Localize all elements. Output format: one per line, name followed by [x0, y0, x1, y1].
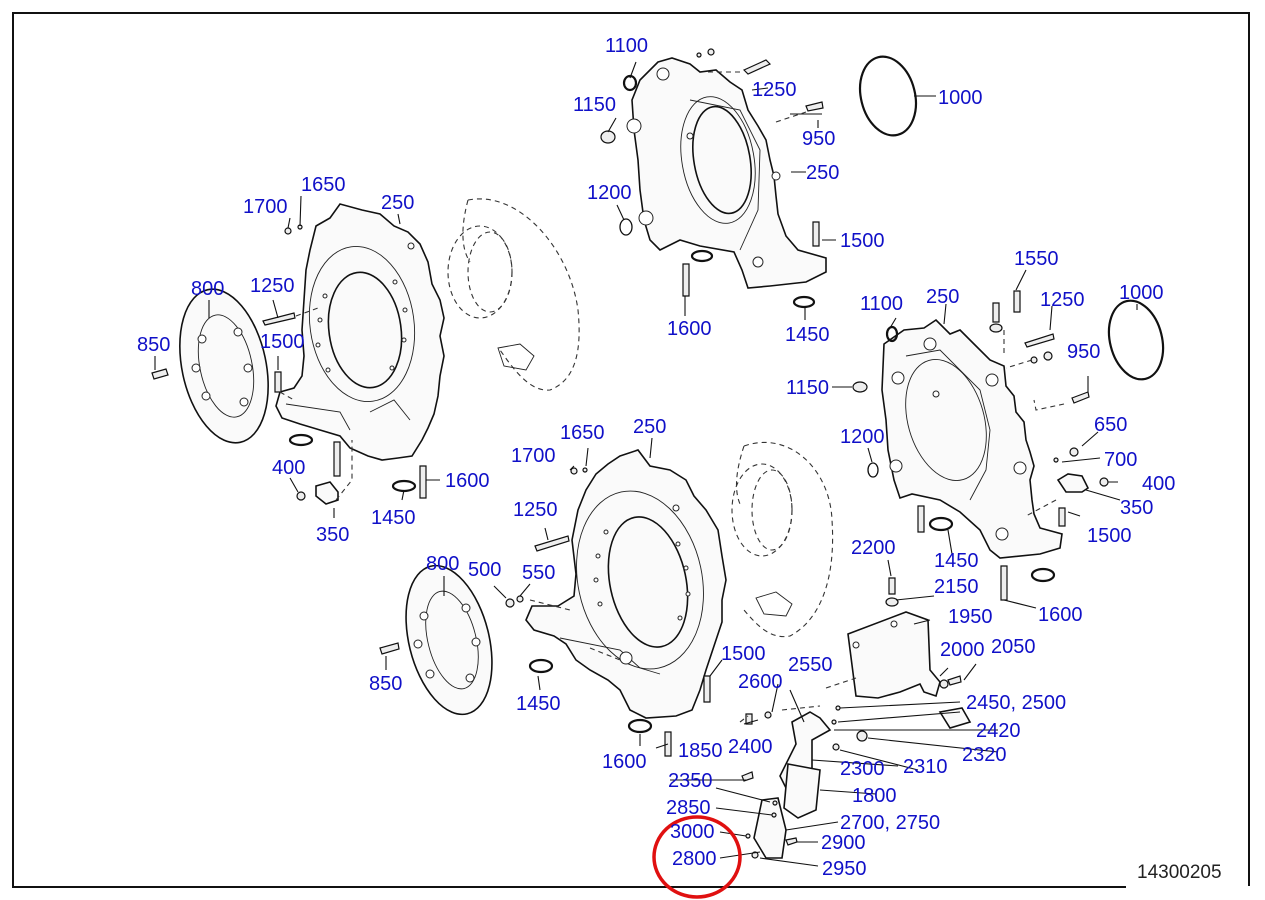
callout-1450-right: 1450 — [934, 550, 979, 572]
callout-1250-left: 1250 — [250, 275, 295, 297]
callout-2350: 2350 — [668, 770, 713, 792]
callout-250-left: 250 — [381, 192, 415, 214]
callout-1650-left: 1650 — [301, 174, 346, 196]
callout-1500-left: 1500 — [260, 331, 305, 353]
left-flywheel-dashed — [447, 198, 580, 391]
callout-2850: 2850 — [666, 797, 711, 819]
callout-2550: 2550 — [788, 654, 833, 676]
callout-1150-top: 1150 — [573, 94, 617, 116]
callout-1500-right: 1500 — [1087, 525, 1132, 547]
drawing-frame — [12, 12, 1250, 886]
callout-700-right: 700 — [1104, 449, 1138, 471]
callout-1200-right: 1200 — [840, 426, 885, 448]
callout-1450-left: 1450 — [371, 507, 416, 529]
callout-1450-center: 1450 — [516, 693, 561, 715]
right-cover-small-parts — [832, 269, 1165, 609]
callout-1000-top: 1000 — [938, 87, 983, 109]
callout-1000-right: 1000 — [1119, 282, 1164, 304]
callout-550-center: 550 — [522, 562, 556, 584]
bracket-assembly — [670, 559, 999, 867]
callout-2900: 2900 — [821, 832, 866, 854]
callout-350-right: 350 — [1120, 497, 1154, 519]
center-flywheel-housing — [525, 449, 727, 719]
callout-2310: 2310 — [903, 756, 948, 778]
highlight-circle — [652, 815, 742, 899]
callout-1600-right: 1600 — [1038, 604, 1083, 626]
callout-650-right: 650 — [1094, 414, 1128, 436]
callout-1150-right: 1150 — [786, 377, 830, 399]
callout-1100-top: 1100 — [605, 35, 649, 57]
callout-1200-top: 1200 — [587, 182, 632, 204]
callout-2320: 2320 — [962, 744, 1007, 766]
callout-2050: 2050 — [991, 636, 1036, 658]
right-cover-housing — [881, 318, 1063, 559]
callout-1950: 1950 — [948, 606, 993, 628]
callout-950-top: 950 — [802, 128, 836, 150]
callout-2450-2500: 2450, 2500 — [966, 692, 1067, 714]
callout-800-left: 800 — [191, 278, 225, 300]
drawing-number: 14300205 — [1137, 862, 1222, 883]
callout-1800: 1800 — [852, 785, 897, 807]
callout-1100-right: 1100 — [860, 293, 904, 315]
callout-2700-2750: 2700, 2750 — [840, 812, 941, 834]
callout-2300: 2300 — [840, 758, 885, 780]
callout-350-left: 350 — [316, 524, 350, 546]
callout-1500-top: 1500 — [840, 230, 885, 252]
callout-2420: 2420 — [976, 720, 1021, 742]
callout-400-left: 400 — [272, 457, 306, 479]
callout-250-center: 250 — [633, 416, 667, 438]
callout-1500-center: 1500 — [721, 643, 766, 665]
callout-1600-top: 1600 — [667, 318, 712, 340]
center-housing-small-parts — [379, 437, 723, 757]
callout-3000: 3000 — [670, 821, 715, 843]
left-flywheel-housing — [275, 203, 445, 461]
callout-2950: 2950 — [822, 858, 867, 880]
callout-2200: 2200 — [851, 537, 896, 559]
top-cover-small-parts — [600, 48, 936, 320]
callout-2800: 2800 — [672, 848, 717, 870]
callout-850-center: 850 — [369, 673, 403, 695]
callout-850-left: 850 — [137, 334, 171, 356]
callout-500-center: 500 — [468, 559, 502, 581]
drawing-frame-bottom-rule — [12, 886, 1126, 888]
callout-400-right: 400 — [1142, 473, 1176, 495]
top-cover-housing — [626, 57, 827, 289]
callout-1250-top: 1250 — [752, 79, 797, 101]
callout-800-center: 800 — [426, 553, 460, 575]
callout-1550-right: 1550 — [1014, 248, 1059, 270]
left-housing-small-parts — [151, 195, 440, 518]
callout-1600-left: 1600 — [445, 470, 490, 492]
callout-1650-center: 1650 — [560, 422, 605, 444]
callout-2150: 2150 — [934, 576, 979, 598]
callout-1600-center: 1600 — [602, 751, 647, 773]
callout-1450-top: 1450 — [785, 324, 830, 346]
callout-2600: 2600 — [738, 671, 783, 693]
callout-1850: 1850 — [678, 740, 723, 762]
callout-2400: 2400 — [728, 736, 773, 758]
callout-250-right: 250 — [926, 286, 960, 308]
callout-1250-right: 1250 — [1040, 289, 1085, 311]
callout-2000: 2000 — [940, 639, 985, 661]
callout-250-top: 250 — [806, 162, 840, 184]
callout-950-right: 950 — [1067, 341, 1101, 363]
callout-1700-left: 1700 — [243, 196, 288, 218]
center-flywheel-dashed — [731, 441, 834, 638]
callout-1250-center: 1250 — [513, 499, 558, 521]
callout-1700-center: 1700 — [511, 445, 556, 467]
